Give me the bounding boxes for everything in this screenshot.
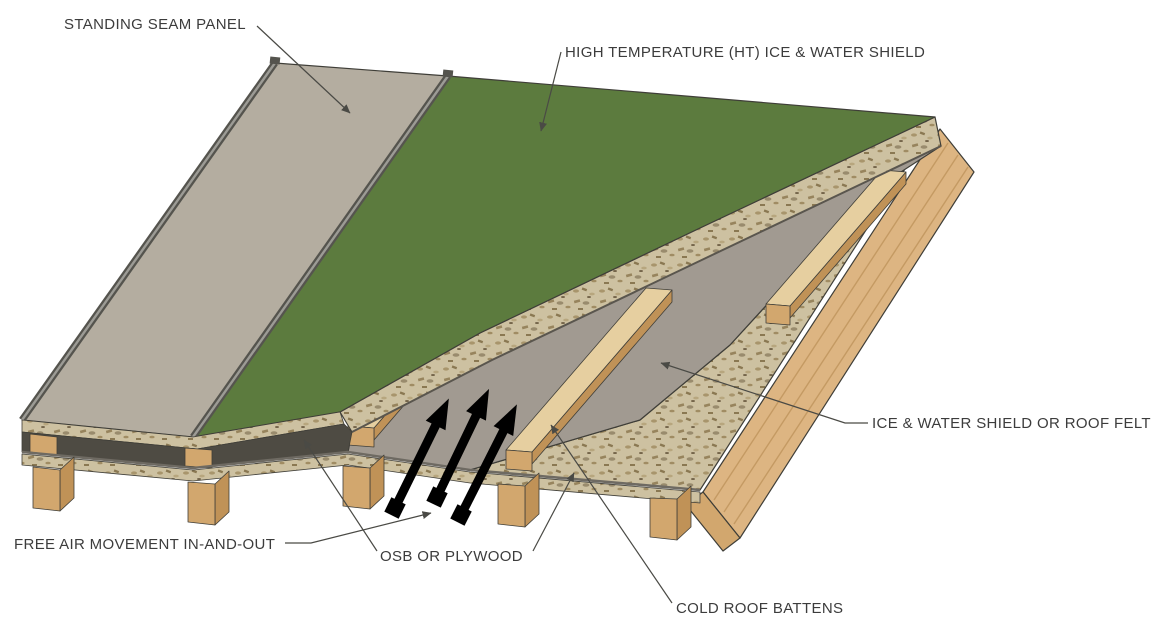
leader-osb-right bbox=[532, 472, 575, 552]
beam-wood-grain bbox=[713, 142, 969, 525]
leader-ht-shield bbox=[539, 51, 562, 132]
rafter-end-5 bbox=[649, 485, 692, 541]
rafter-end-2 bbox=[187, 470, 230, 526]
label-standing-seam-panel: STANDING SEAM PANEL bbox=[64, 16, 246, 33]
label-ice-water-or-felt: ICE & WATER SHIELD OR ROOF FELT bbox=[872, 415, 1151, 432]
airflow-arrow-1 bbox=[384, 398, 449, 519]
rafter-end-4 bbox=[497, 472, 540, 528]
panel-seams bbox=[19, 56, 454, 440]
airflow-arrow-3 bbox=[450, 404, 517, 526]
leader-standing-seam-panel bbox=[256, 25, 351, 114]
label-free-air: FREE AIR MOVEMENT IN-AND-OUT bbox=[14, 536, 275, 553]
eave-front-face bbox=[21, 411, 701, 504]
leader-cold-roof-battens bbox=[550, 424, 673, 604]
rake-rafter-beam bbox=[685, 128, 975, 552]
leader-lines bbox=[256, 25, 868, 604]
left-seam-cap bbox=[269, 56, 281, 65]
leader-ice-water-or-felt bbox=[660, 361, 868, 424]
left-seam-highlight bbox=[21, 62, 276, 421]
labels: STANDING SEAM PANEL HIGH TEMPERATURE (HT… bbox=[14, 16, 1151, 617]
rafter-end-3 bbox=[342, 454, 385, 510]
rafter-ends bbox=[32, 454, 692, 541]
airflow-arrows bbox=[384, 388, 517, 526]
batten-3 bbox=[765, 169, 907, 326]
right-seam-cap bbox=[442, 69, 454, 78]
rafter-end-1 bbox=[32, 456, 75, 512]
leader-free-air bbox=[285, 511, 432, 544]
membrane-front-edge bbox=[21, 450, 701, 492]
batten-end-2 bbox=[184, 447, 213, 469]
label-cold-roof-battens: COLD ROOF BATTENS bbox=[676, 600, 843, 617]
label-osb-or-plywood: OSB OR PLYWOOD bbox=[380, 548, 523, 565]
batten-2 bbox=[505, 287, 673, 472]
lower-osb-front-edge bbox=[21, 453, 701, 504]
top-osb-underside-line bbox=[351, 145, 942, 433]
airflow-arrow-2 bbox=[426, 388, 490, 508]
leader-osb-left bbox=[303, 439, 378, 552]
label-ht-shield: HIGH TEMPERATURE (HT) ICE & WATER SHIELD bbox=[565, 44, 925, 61]
right-seam-highlight bbox=[192, 75, 449, 438]
